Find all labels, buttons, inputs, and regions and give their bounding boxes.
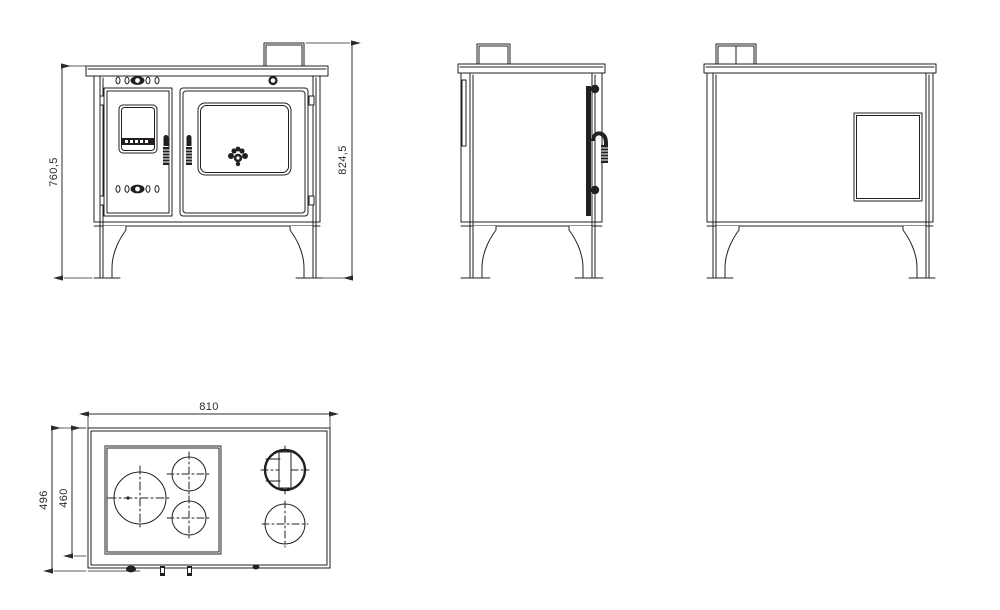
side-cooktop-slab [457, 63, 606, 74]
top-cover-plate[interactable] [261, 500, 309, 548]
front-cooktop-knob[interactable] [268, 75, 278, 86]
oven-door-emblem [228, 146, 248, 167]
top-hotplate-small-upper[interactable] [166, 451, 212, 497]
side-legs [460, 225, 604, 279]
door-logo [122, 138, 154, 145]
top-flue-opening[interactable] [260, 445, 310, 495]
side-elevation [457, 43, 609, 279]
dimension-top-width: 810 [79, 401, 339, 431]
dimension-label-depth-outer: 496 [38, 490, 50, 510]
rear-elevation [703, 43, 937, 279]
firebox-door-handle[interactable] [162, 135, 170, 165]
top-hotplate-large[interactable] [107, 465, 173, 531]
front-legs [93, 225, 323, 279]
oven-door-handle[interactable] [185, 135, 193, 165]
rear-access-panel [853, 112, 923, 202]
top-plan-view [87, 427, 331, 576]
side-lower-knob[interactable] [590, 185, 600, 195]
dimension-body-height: 760,5 [48, 63, 93, 281]
top-hotplate-small-lower[interactable] [166, 495, 212, 541]
side-door-edge [586, 86, 591, 216]
front-bottom-ornament-row [115, 184, 160, 194]
dimension-label-depth-inner: 460 [58, 488, 70, 508]
front-cooktop-slab [85, 65, 329, 77]
dimension-total-height: 824,5 [305, 40, 361, 281]
side-door-handle[interactable] [591, 131, 609, 163]
dimension-label-top-width: 810 [199, 401, 219, 413]
top-front-controls[interactable] [87, 564, 260, 576]
dimension-label-body-height: 760,5 [48, 157, 60, 187]
rear-flue-collar [715, 43, 757, 67]
front-top-ornament-row [115, 76, 160, 85]
side-upper-knob[interactable] [590, 84, 600, 94]
front-flue-collar [263, 42, 305, 68]
rear-legs [706, 225, 936, 279]
side-back-edge [461, 79, 467, 147]
side-body-shell [460, 72, 603, 279]
rear-cooktop-slab [703, 63, 937, 74]
dimension-depth-outer: 496 [38, 425, 87, 574]
front-elevation [85, 42, 329, 279]
front-firebox-door[interactable] [103, 87, 173, 217]
front-oven-door[interactable] [179, 87, 309, 217]
dimension-label-total-height: 824,5 [337, 145, 349, 175]
side-flue-collar [476, 43, 511, 67]
dimension-depth-inner: 460 [58, 425, 87, 559]
